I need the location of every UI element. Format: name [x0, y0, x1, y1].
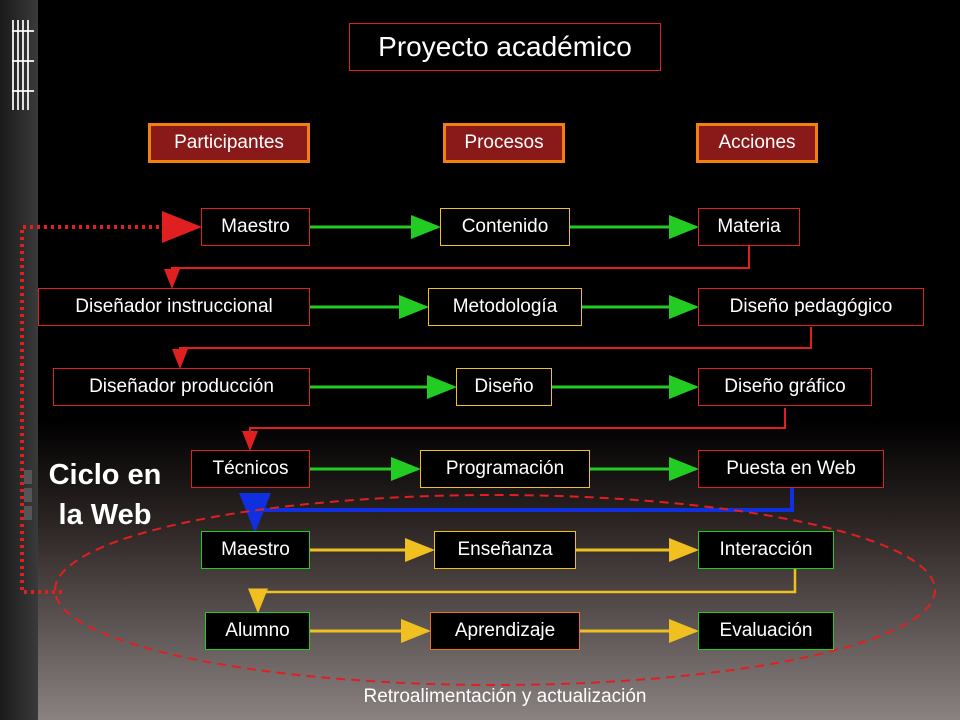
page-title: Proyecto académico — [349, 23, 661, 71]
participant-disenador-produccion: Diseñador producción — [53, 368, 310, 406]
connector-grafico-tecnicos — [242, 408, 786, 451]
header-participantes: Participantes — [148, 123, 310, 163]
connector-pedagogico-produccion — [172, 327, 812, 369]
participant-tecnicos: Técnicos — [191, 450, 310, 488]
action-diseno-pedagogico: Diseño pedagógico — [698, 288, 924, 326]
action-evaluacion: Evaluación — [698, 612, 834, 650]
left-decorative-strip — [0, 0, 38, 720]
process-diseno: Diseño — [456, 368, 552, 406]
cycle-ellipse — [54, 494, 936, 686]
cycle-label-line1: Ciclo en — [48, 459, 162, 491]
participant-maestro-2: Maestro — [201, 531, 310, 569]
feedback-dotted-loop — [20, 211, 202, 594]
strip-mark — [24, 488, 32, 502]
process-aprendizaje: Aprendizaje — [430, 612, 580, 650]
action-diseno-grafico: Diseño gráfico — [698, 368, 872, 406]
feedback-caption: Retroalimentación y actualización — [363, 686, 647, 707]
cycle-label-line2: la Web — [58, 499, 152, 531]
action-materia: Materia — [698, 208, 800, 246]
action-interaccion: Interacción — [698, 531, 834, 569]
action-puesta-en-web: Puesta en Web — [698, 450, 884, 488]
connector-interaccion-alumno — [248, 569, 797, 614]
strip-mark — [24, 506, 32, 520]
header-procesos: Procesos — [443, 123, 565, 163]
process-programacion: Programación — [420, 450, 590, 488]
strip-mark — [24, 470, 32, 484]
connector-web-maestro — [239, 488, 794, 533]
cycle-label: Ciclo en la Web — [40, 455, 170, 535]
process-metodologia: Metodología — [428, 288, 582, 326]
participant-maestro: Maestro — [201, 208, 310, 246]
connector-materia-disenador — [164, 246, 750, 289]
participant-alumno: Alumno — [205, 612, 310, 650]
process-ensenanza: Enseñanza — [434, 531, 576, 569]
participant-disenador-instruccional: Diseñador instruccional — [38, 288, 310, 326]
header-acciones: Acciones — [696, 123, 818, 163]
process-contenido: Contenido — [440, 208, 570, 246]
